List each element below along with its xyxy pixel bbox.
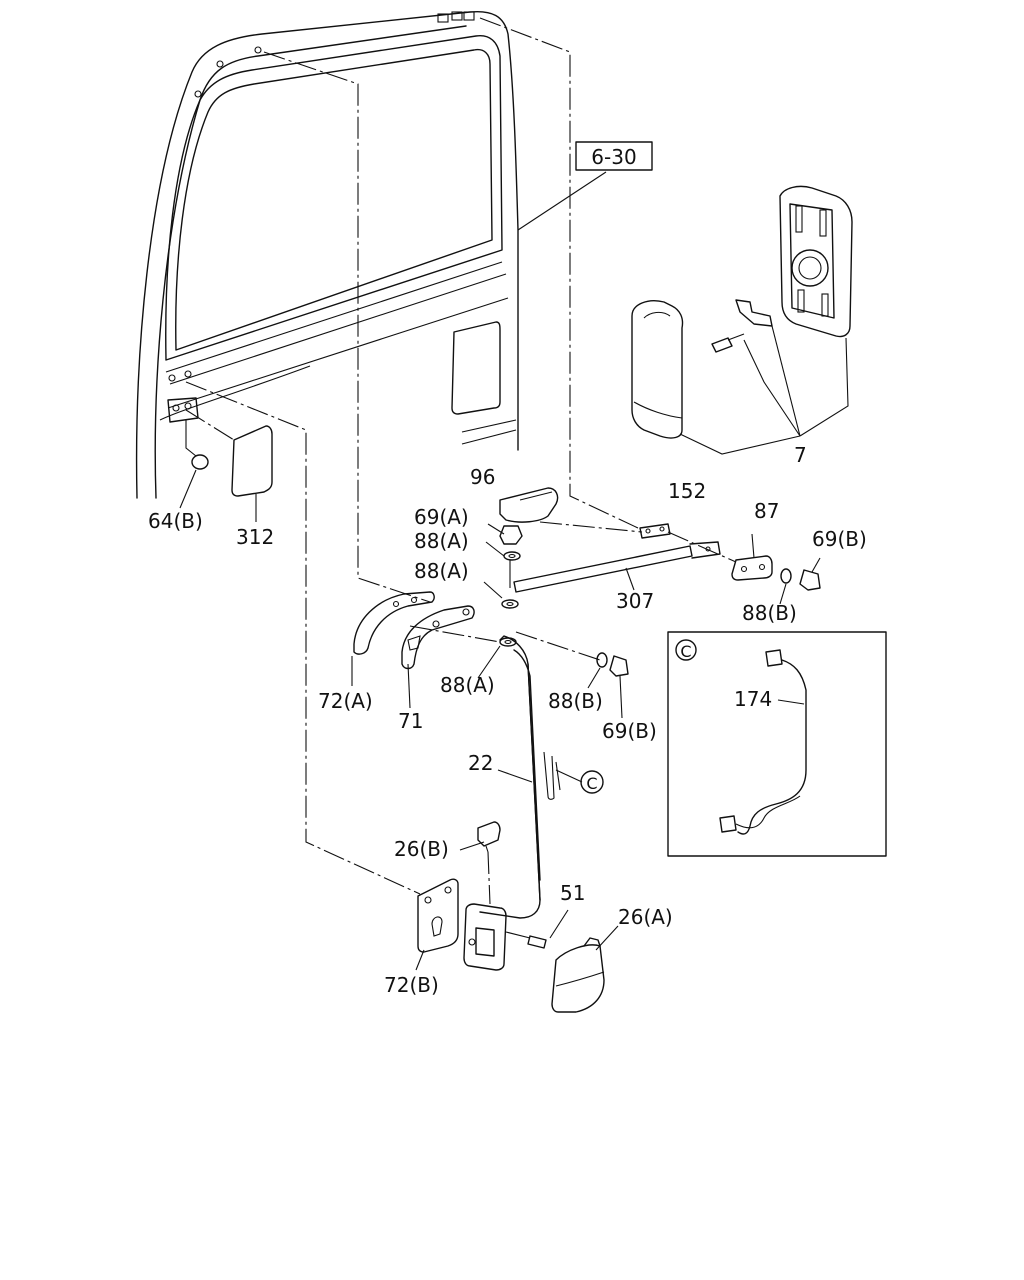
label-96: 96	[470, 465, 495, 489]
label-174: 174	[734, 687, 772, 711]
door-hinge-bracket	[167, 397, 199, 423]
label-69b-mid: 69(B)	[602, 719, 657, 743]
label-88a-3: 88(A)	[440, 673, 495, 697]
label-22: 22	[468, 751, 493, 775]
inset-marker-c: C	[680, 642, 691, 661]
label-64b: 64(B)	[148, 509, 203, 533]
part-312-cover	[231, 425, 273, 497]
part-26b-clip	[477, 821, 501, 853]
label-152: 152	[668, 479, 706, 503]
reference-box: 6-30	[575, 141, 653, 171]
part-26a-cover	[551, 937, 605, 1013]
label-69b-top: 69(B)	[812, 527, 867, 551]
part-72a-bracket	[353, 591, 435, 655]
leader-lines	[179, 171, 849, 971]
lower-mount	[463, 903, 507, 971]
part-307-bar	[513, 541, 721, 593]
part-174-harness	[719, 649, 807, 835]
reference-box-label: 6-30	[591, 145, 636, 169]
mirror-assembly	[631, 185, 853, 439]
chain-lines	[185, 17, 737, 905]
callout-c: C	[580, 770, 604, 794]
label-26b: 26(B)	[394, 837, 449, 861]
callout-c-label: C	[586, 774, 597, 793]
door-outline	[135, 10, 519, 499]
label-312: 312	[236, 525, 274, 549]
part-96-cap	[499, 487, 559, 523]
part-152-plate	[639, 523, 671, 539]
inset-c-frame: C	[667, 631, 887, 857]
part-72b-plate	[417, 878, 459, 953]
label-71: 71	[398, 709, 423, 733]
label-72a: 72(A)	[318, 689, 373, 713]
part-labels: 96 152 87 69(B) 69(A) 88(A) 88(A) 307 88…	[148, 443, 867, 997]
label-87: 87	[754, 499, 779, 523]
part-64b-plug	[185, 420, 209, 470]
label-26a: 26(A)	[618, 905, 673, 929]
label-88a-2: 88(A)	[414, 559, 469, 583]
label-7: 7	[794, 443, 807, 467]
part-51-bolt	[505, 931, 547, 949]
label-72b: 72(B)	[384, 973, 439, 997]
label-69a: 69(A)	[414, 505, 469, 529]
label-88b-1: 88(B)	[742, 601, 797, 625]
label-88a-1: 88(A)	[414, 529, 469, 553]
label-307: 307	[616, 589, 654, 613]
label-51: 51	[560, 881, 585, 905]
part-87-bracket	[731, 555, 773, 581]
label-88b-2: 88(B)	[548, 689, 603, 713]
part-22-arm	[479, 635, 561, 919]
part-71-hinge	[401, 605, 475, 670]
